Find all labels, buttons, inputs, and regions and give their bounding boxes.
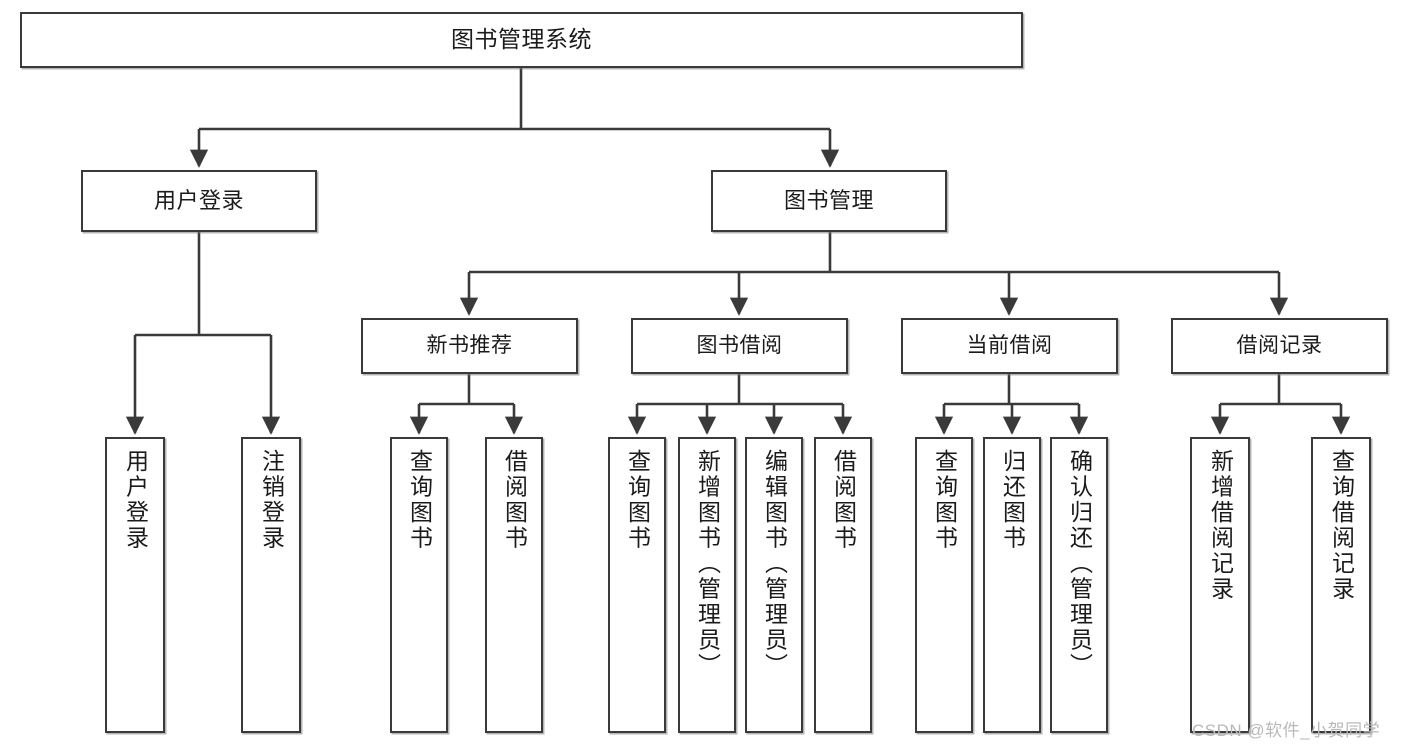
node-book-management[interactable]: 图书管理 — [711, 170, 947, 232]
leaf-user-login[interactable]: 用户登录 — [105, 437, 165, 733]
leaf-query-book-recommend[interactable]: 查询图书 — [390, 437, 448, 733]
leaf-add-borrow-record[interactable]: 新增借阅记录 — [1190, 437, 1250, 733]
leaf-query-borrow-record[interactable]: 查询借阅记录 — [1311, 437, 1371, 733]
node-label: 借阅记录 — [1236, 333, 1323, 357]
node-label: 用户登录 — [153, 188, 244, 214]
leaf-query-book-borrow[interactable]: 查询图书 — [608, 437, 666, 733]
node-label: 查询借阅记录 — [1328, 449, 1355, 602]
node-label: 借阅图书 — [501, 449, 528, 551]
node-label: 查询图书 — [406, 449, 433, 551]
node-label: 图书管理系统 — [451, 26, 592, 53]
node-borrow-record[interactable]: 借阅记录 — [1171, 318, 1388, 374]
node-label: 新增借阅记录 — [1207, 449, 1234, 602]
leaf-edit-book-admin[interactable]: 编辑图书（管理员） — [745, 437, 803, 733]
leaf-query-book-current[interactable]: 查询图书 — [915, 437, 973, 733]
csdn-watermark: CSDN @软件_小贺同学 — [1192, 721, 1381, 740]
node-label: 用户登录 — [122, 449, 149, 551]
leaf-confirm-return-admin[interactable]: 确认归还（管理员） — [1050, 437, 1108, 733]
leaf-return-book[interactable]: 归还图书 — [983, 437, 1041, 733]
node-user-login[interactable]: 用户登录 — [81, 170, 317, 232]
node-book-borrow[interactable]: 图书借阅 — [631, 318, 848, 374]
node-label: 借阅图书 — [830, 449, 857, 551]
node-root-system[interactable]: 图书管理系统 — [20, 12, 1023, 68]
node-label: 新增图书（管理员） — [694, 449, 721, 679]
node-label: 编辑图书（管理员） — [761, 449, 788, 679]
leaf-logout[interactable]: 注销登录 — [241, 437, 301, 733]
leaf-add-book-admin[interactable]: 新增图书（管理员） — [678, 437, 736, 733]
node-label: 当前借阅 — [966, 333, 1053, 357]
leaf-borrow-book-recommend[interactable]: 借阅图书 — [485, 437, 543, 733]
node-label: 图书管理 — [783, 188, 874, 214]
node-label: 图书借阅 — [696, 333, 783, 357]
node-label: 确认归还（管理员） — [1066, 449, 1093, 679]
node-current-borrow[interactable]: 当前借阅 — [901, 318, 1118, 374]
node-label: 查询图书 — [931, 449, 958, 551]
node-new-book-recommend[interactable]: 新书推荐 — [361, 318, 578, 374]
node-label: 新书推荐 — [426, 333, 513, 357]
leaf-borrow-book[interactable]: 借阅图书 — [814, 437, 872, 733]
node-label: 查询图书 — [624, 449, 651, 551]
node-label: 注销登录 — [258, 449, 285, 551]
node-label: 归还图书 — [999, 449, 1026, 551]
